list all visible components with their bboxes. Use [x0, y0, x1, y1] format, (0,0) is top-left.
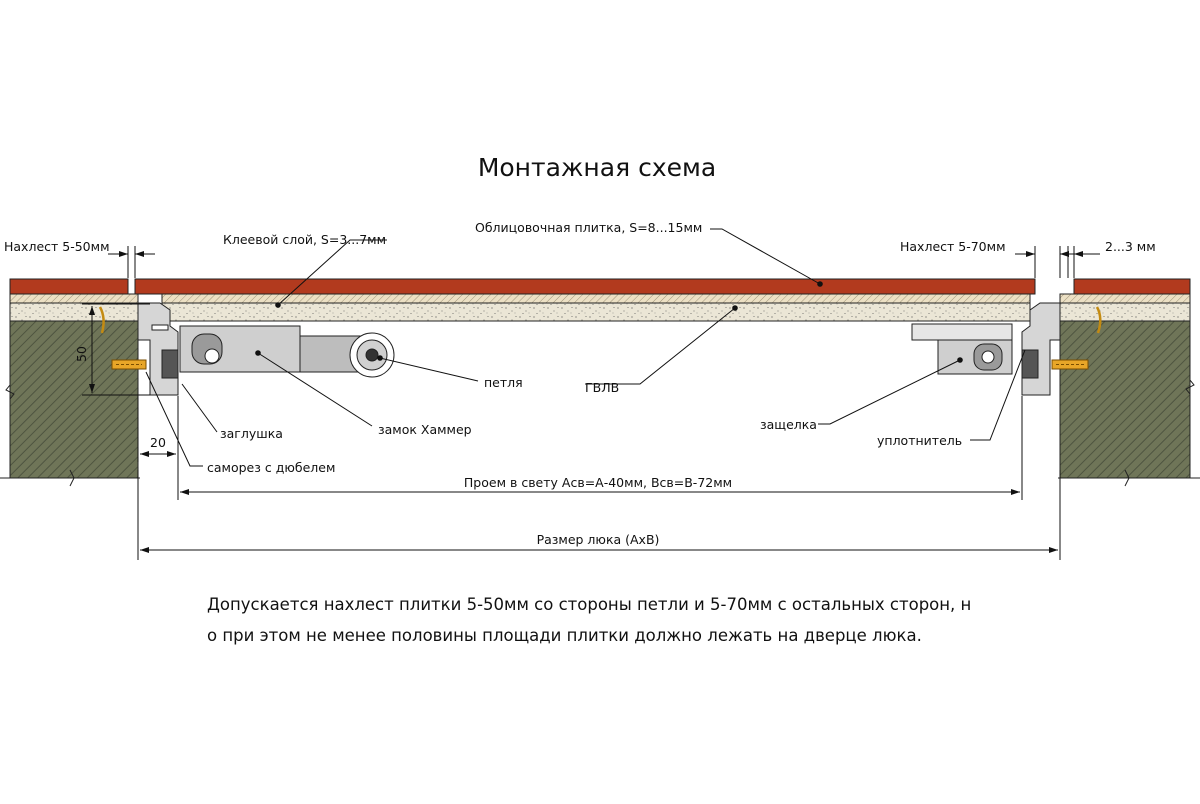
dimension-marks: [82, 246, 1100, 560]
screw-left: [111, 359, 147, 370]
label-hatch-size: Размер люка (АхВ): [537, 532, 660, 547]
adhesive-left: [9, 293, 139, 304]
anchor-right: [1095, 306, 1102, 334]
note-line-2: о при этом не менее половины площади пли…: [207, 626, 922, 645]
label-adhesive: Клеевой слой, S=3...7мм: [223, 232, 386, 247]
label-dim-20: 20: [150, 435, 166, 450]
break-mark: [69, 469, 75, 487]
seal-block: [1021, 349, 1039, 379]
screed-left: [9, 302, 139, 322]
wall-left: [5, 302, 139, 479]
label-lock: замок Хаммер: [378, 422, 472, 437]
latch-mechanism: [911, 323, 1013, 375]
screw-right: [1051, 359, 1089, 370]
door-board: [161, 302, 1031, 322]
label-screw: саморез с дюбелем: [207, 460, 335, 475]
diagram-title: Монтажная схема: [478, 153, 716, 182]
door-adhesive: [161, 293, 1031, 304]
plug-block: [161, 349, 179, 379]
lock-mechanism: [179, 325, 395, 378]
note-line-1: Допускается нахлест плитки 5-50мм со сто…: [207, 595, 971, 614]
tile-right: [1073, 278, 1191, 295]
leaders: [145, 228, 1026, 467]
adhesive-right: [1059, 293, 1191, 304]
label-gap: 2...3 мм: [1105, 239, 1156, 254]
label-latch: защелка: [760, 417, 817, 432]
label-plug: заглушка: [220, 426, 283, 441]
screed-right: [1059, 302, 1191, 322]
label-hinge: петля: [484, 375, 523, 390]
label-seal: уплотнитель: [877, 433, 962, 448]
label-tile: Облицовочная плитка, S=8...15мм: [475, 220, 702, 235]
label-overlap-right: Нахлест 5-70мм: [900, 239, 1006, 254]
anchor-left: [98, 306, 105, 334]
door-tile: [134, 278, 1036, 295]
label-dim-50: 50: [74, 346, 89, 362]
break-mark-right: [1124, 469, 1130, 487]
label-board: ГВЛВ: [585, 380, 619, 395]
wall-right: [1059, 302, 1195, 479]
label-clear-opening: Проем в свету Асв=А-40мм, Всв=В-72мм: [464, 475, 732, 490]
tile-left: [9, 278, 129, 295]
label-overlap-left: Нахлест 5-50мм: [4, 239, 110, 254]
